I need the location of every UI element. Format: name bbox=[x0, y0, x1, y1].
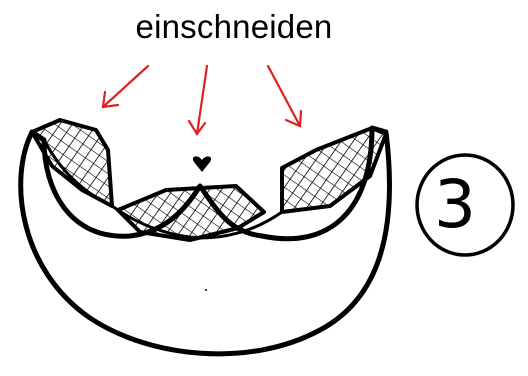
step-number: 3 bbox=[400, 150, 510, 260]
arrow-icon bbox=[189, 66, 207, 134]
bowl-icon bbox=[21, 120, 390, 354]
arrow-icon bbox=[103, 66, 148, 107]
arrow-icon bbox=[268, 66, 301, 126]
step-badge: 3 bbox=[400, 150, 510, 260]
